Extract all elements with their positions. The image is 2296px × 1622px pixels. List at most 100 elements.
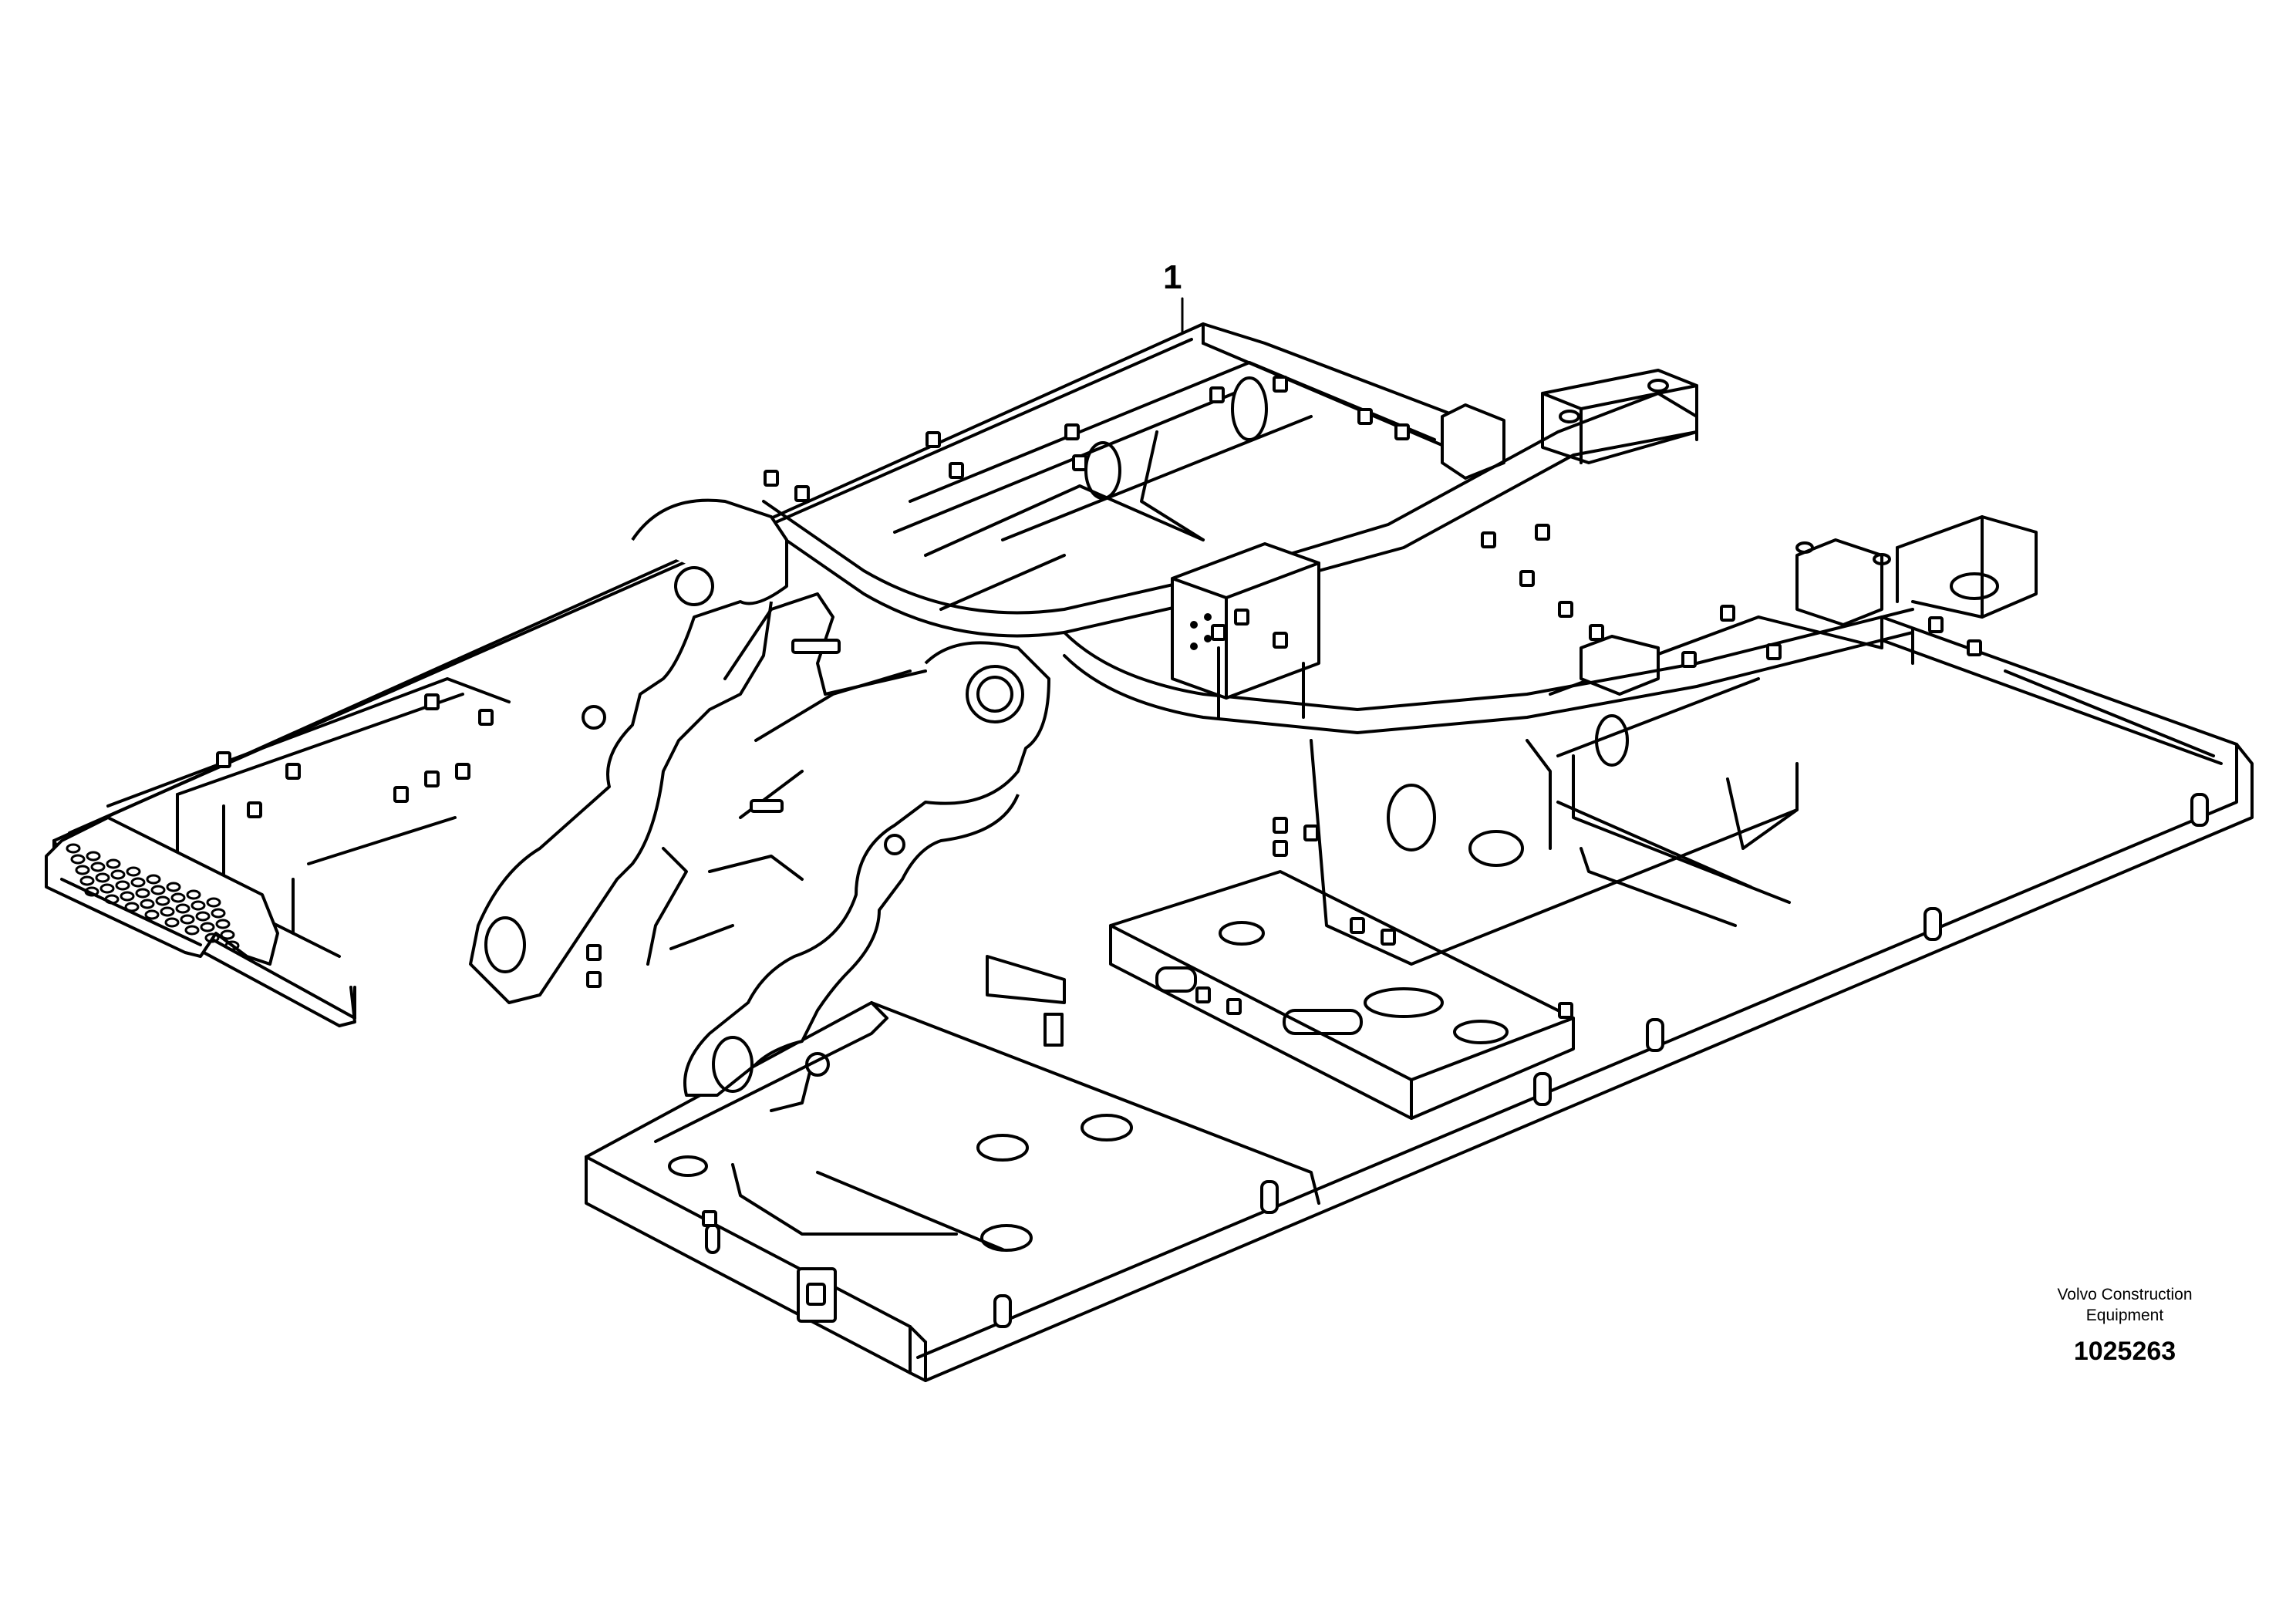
right-inner-structure [1310,515,2038,966]
perforation-hole [130,877,146,888]
perforation-hole [150,885,166,895]
center-platform [986,870,1575,1120]
right-frame-outline [909,615,2254,1382]
perforation-hole [120,891,135,902]
curved-rail [762,392,1914,734]
mounting-block [586,944,602,961]
perforation-hole [86,851,101,862]
perforation-hole [184,925,200,936]
perforation-hole [70,854,86,865]
mounting-block [794,485,810,502]
perforation-hole [75,865,90,875]
callout-label-1: 1 [1163,258,1182,296]
mounting-block [1558,1002,1573,1019]
perforation-hole [186,889,201,900]
perforation-hole [124,902,140,912]
perforation-hole [204,932,220,943]
perforation-hole [215,919,231,929]
mounting-block [1303,824,1319,841]
mounting-block [1234,609,1249,626]
title-block: Volvo Construction Equipment 1025263 [1998,1284,2252,1366]
front-box [585,1001,1320,1382]
perforation-hole [126,866,141,877]
mounting-block [424,771,440,787]
mounting-block [285,763,301,780]
manufacturer-line-2: Equipment [2085,1307,2164,1324]
perforation-hole [160,906,175,917]
perforation-hole [135,888,150,899]
mounting-block [1211,624,1226,641]
drawing-number: 1025263 [2073,1337,2176,1366]
perforation-hole [115,880,130,891]
mounting-block [1681,651,1697,668]
rear-top-structure [893,342,1891,696]
mounting-block [1064,423,1080,440]
mounting-block [1481,531,1496,548]
mounting-block [1766,643,1782,660]
step-perforations [66,843,240,951]
mounting-block [1273,632,1288,649]
mounting-block [478,709,494,726]
mounting-block [1350,917,1365,934]
mounting-block [455,763,470,780]
perforation-hole [66,843,81,854]
mounting-block [1273,840,1288,857]
perforation-hole [99,883,115,894]
boom-mount-left [469,498,788,1004]
mounting-block [1558,601,1573,618]
manufacturer-line-1: Volvo Construction [2057,1286,2193,1303]
mounting-block [1720,605,1735,622]
perforation-hole [110,869,126,880]
perforation-hole [166,882,181,892]
perforation-hole [155,895,170,906]
perforation-hole [195,911,211,922]
mounting-block [1519,570,1535,587]
perforation-hole [175,903,190,914]
perforation-hole [84,886,99,897]
mounting-block [764,470,779,487]
mounting-blocks [216,376,1982,1227]
mounting-block [1072,454,1087,471]
perforation-hole [104,894,120,905]
perforation-hole [144,909,160,920]
perforation-hole [224,940,240,951]
mounting-block [949,462,964,479]
perforation-hole [90,862,106,872]
boom-mount-right [683,641,1050,1112]
perforation-hole [79,875,95,886]
perforation-hole [211,908,226,919]
perforation-hole [95,872,110,883]
perforation-hole [140,899,155,909]
boom-cross-member [646,592,927,966]
perforation-hole [220,929,235,940]
mounting-block [1589,624,1604,641]
mounting-block [1967,639,1982,656]
perforation-hole [170,892,186,903]
perforation-hole [190,900,206,911]
mounting-block [1535,524,1550,541]
mounting-block [1226,998,1242,1015]
mounting-block [247,801,262,818]
mounting-block [1357,408,1373,425]
mounting-block [1273,817,1288,834]
mounting-block [1394,423,1410,440]
perforation-hole [180,914,195,925]
perforation-hole [164,917,180,928]
perforation-hole [200,922,215,932]
mounting-block [1273,376,1288,393]
mounting-block [393,786,409,803]
mounting-block [586,971,602,988]
mounting-block [1195,986,1211,1003]
mounting-block [925,431,941,448]
mounting-block [216,751,231,768]
mounting-block [1928,616,1944,633]
mounting-block [1381,929,1396,946]
perforation-hole [106,858,121,869]
mounting-block [702,1210,717,1227]
perforation-hole [146,874,161,885]
mounting-block [1209,386,1225,403]
mounting-block [424,693,440,710]
perforation-hole [206,897,221,908]
